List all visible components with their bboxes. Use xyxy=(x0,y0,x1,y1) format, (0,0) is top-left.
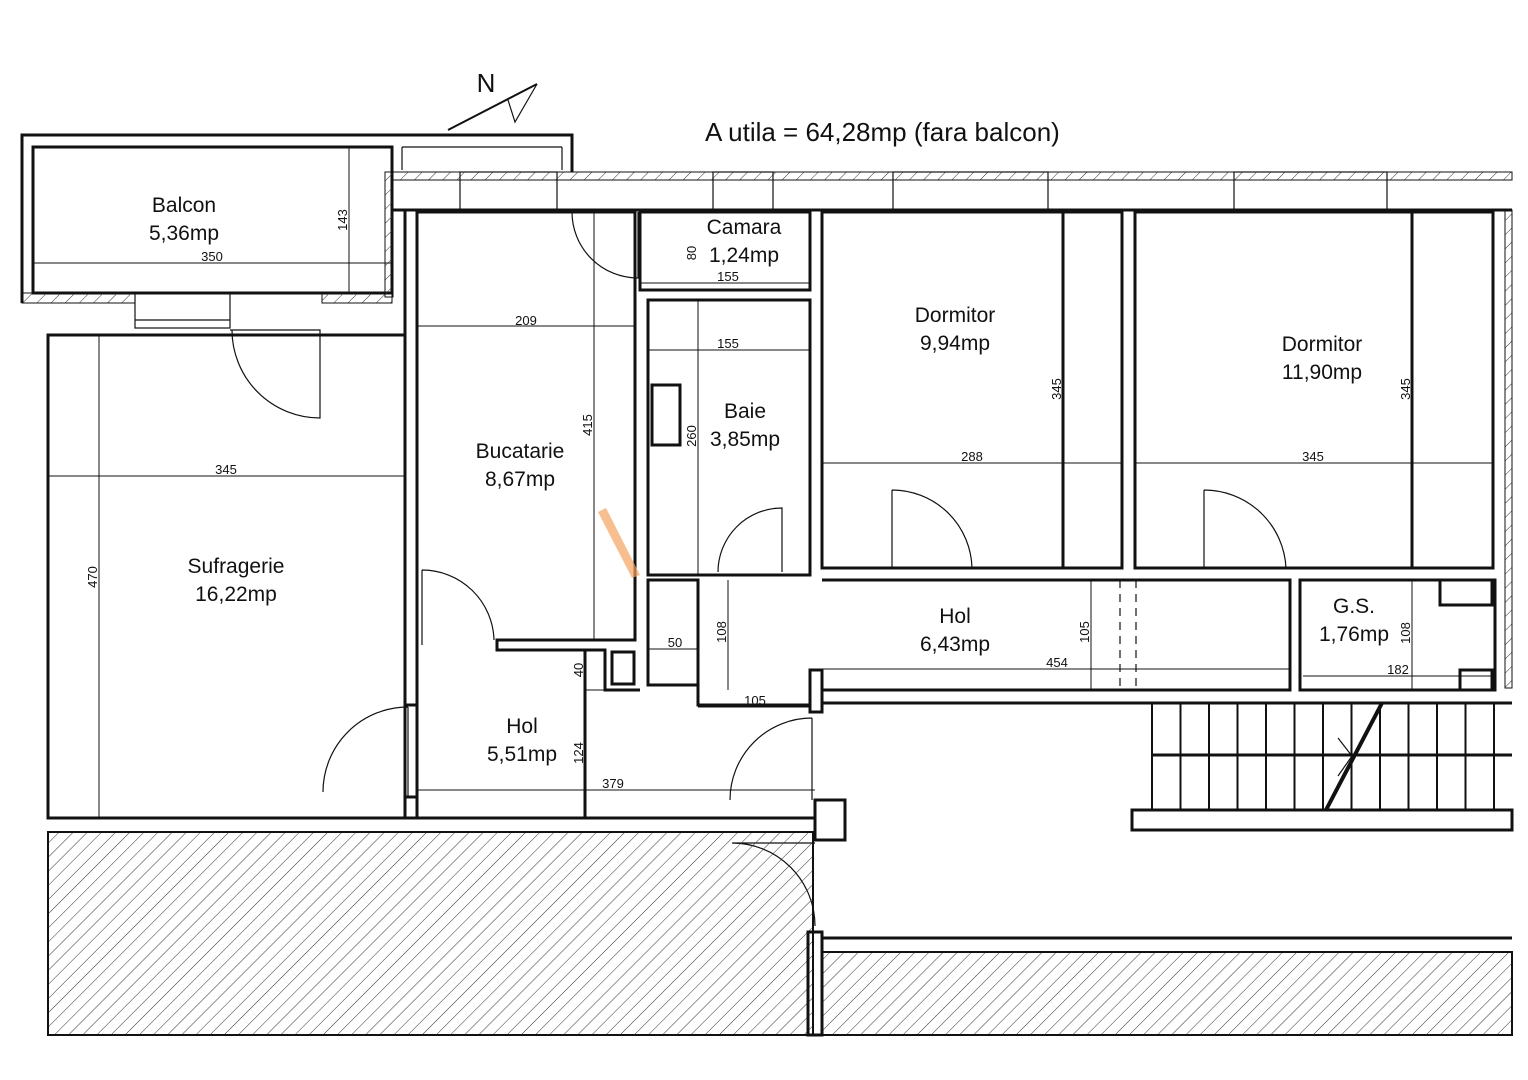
dimension-label: 105 xyxy=(744,693,766,708)
dimension-label: 40 xyxy=(571,663,586,677)
room-area: 5,51mp xyxy=(487,743,557,766)
dimension-label: 124 xyxy=(571,742,586,764)
room-name: Baie xyxy=(724,400,766,423)
room-area: 16,22mp xyxy=(195,583,277,606)
room-labels: Balcon 5,36mp Camara 1,24mp Bucatarie 8,… xyxy=(149,194,1389,766)
room-name: Bucatarie xyxy=(476,440,565,463)
room-name: Hol xyxy=(506,715,538,738)
room-area: 3,85mp xyxy=(710,428,780,451)
dimension-label: 80 xyxy=(684,246,699,260)
dimension-label: 454 xyxy=(1046,655,1068,670)
dimension-label: 470 xyxy=(85,566,100,588)
north-label: N xyxy=(477,68,496,98)
dimension-label: 288 xyxy=(961,449,983,464)
room-area: 6,43mp xyxy=(920,633,990,656)
room-name: Dormitor xyxy=(915,304,996,327)
room-area: 1,76mp xyxy=(1319,623,1389,646)
room-name: Balcon xyxy=(152,194,216,217)
dimension-label: 108 xyxy=(714,621,729,643)
dimension-label: 379 xyxy=(602,776,624,791)
dimension-label: 155 xyxy=(717,336,739,351)
room-name: Dormitor xyxy=(1282,333,1363,356)
dimension-label: 108 xyxy=(1398,622,1413,644)
dimension-label: 105 xyxy=(1077,621,1092,643)
balcony-walls xyxy=(20,133,574,329)
dimension-label: 345 xyxy=(215,462,237,477)
room-name: Sufragerie xyxy=(188,555,285,578)
watermark xyxy=(598,508,640,578)
dimension-lines xyxy=(33,147,1493,818)
interior-walls xyxy=(46,208,1497,842)
dimension-label: 350 xyxy=(201,249,223,264)
dimension-label: 345 xyxy=(1049,378,1064,400)
room-area: 11,90mp xyxy=(1282,361,1362,384)
room-area: 8,67mp xyxy=(485,468,555,491)
dimension-label: 182 xyxy=(1387,662,1409,677)
room-area: 5,36mp xyxy=(149,222,219,245)
dimension-label: 50 xyxy=(668,635,682,650)
area-note: A utila = 64,28mp (fara balcon) xyxy=(705,117,1060,147)
room-area: 9,94mp xyxy=(920,332,990,355)
north-arrow-icon: N xyxy=(447,68,538,131)
dimension-label: 260 xyxy=(684,425,699,447)
common-areas xyxy=(47,831,1513,1037)
room-name: Hol xyxy=(939,605,971,628)
dimension-label: 143 xyxy=(335,209,350,231)
dimension-label: 345 xyxy=(1398,378,1413,400)
dimension-label: 209 xyxy=(515,313,537,328)
room-name: Camara xyxy=(707,216,782,239)
dimension-label: 345 xyxy=(1302,449,1324,464)
room-area: 1,24mp xyxy=(709,244,779,267)
room-name: G.S. xyxy=(1333,595,1375,618)
exterior-wall-top xyxy=(392,171,1513,689)
dimension-label: 415 xyxy=(580,414,595,436)
dimension-label: 155 xyxy=(717,269,739,284)
dimension-labels: 350 143 80 155 155 209 415 260 345 470 3… xyxy=(85,209,1413,791)
staircase xyxy=(822,701,1514,832)
